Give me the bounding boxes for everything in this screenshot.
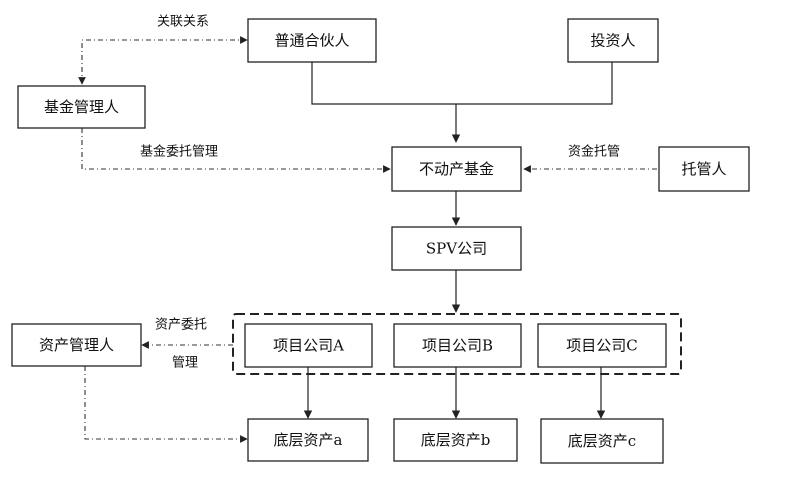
project-company-b-label: 项目公司B — [422, 337, 493, 355]
asset-manager-to-asset-a-line — [84, 366, 248, 443]
asset-a-node: 底层资产a — [247, 418, 369, 462]
investor-node: 投资人 — [567, 18, 659, 63]
custodian-label: 托管人 — [681, 160, 726, 178]
real-estate-fund-label: 不动产基金 — [419, 160, 494, 178]
fund-entrust-label: 基金委托管理 — [140, 144, 218, 160]
asset-manager-label: 资产管理人 — [39, 336, 114, 354]
asset-entrust-label-2: 管理 — [172, 356, 198, 371]
fund-manager-label: 基金管理人 — [44, 98, 119, 116]
merge-line — [311, 62, 613, 105]
project-company-c-label: 项目公司C — [566, 337, 637, 355]
custodian-node: 托管人 — [658, 146, 750, 192]
project-company-a-node: 项目公司A — [244, 323, 373, 368]
asset-c-node: 底层资产c — [540, 418, 664, 464]
asset-entrust-label: 资产委托 — [155, 318, 207, 333]
spv-node: SPV公司 — [391, 226, 522, 271]
project-company-a-label: 项目公司A — [273, 337, 344, 355]
fund-manager-node: 基金管理人 — [17, 85, 146, 129]
general-partner-node: 普通合伙人 — [247, 18, 377, 63]
asset-manager-node: 资产管理人 — [11, 323, 142, 367]
project-company-c-node: 项目公司C — [537, 323, 667, 368]
spv-label: SPV公司 — [426, 240, 487, 258]
related-relationship-line — [78, 36, 248, 85]
asset-a-label: 底层资产a — [274, 431, 343, 449]
investor-label: 投资人 — [590, 32, 635, 50]
asset-b-node: 底层资产b — [393, 418, 518, 462]
connectors — [78, 36, 657, 443]
project-company-b-node: 项目公司B — [393, 323, 522, 368]
general-partner-label: 普通合伙人 — [274, 32, 349, 50]
fund-custody-label: 资金托管 — [568, 144, 620, 160]
fund-entrust-line — [81, 128, 391, 173]
related-relationship-label: 关联关系 — [157, 15, 209, 30]
asset-b-label: 底层资产b — [421, 431, 491, 449]
asset-c-label: 底层资产c — [568, 432, 636, 450]
real-estate-fund-node: 不动产基金 — [391, 146, 522, 192]
